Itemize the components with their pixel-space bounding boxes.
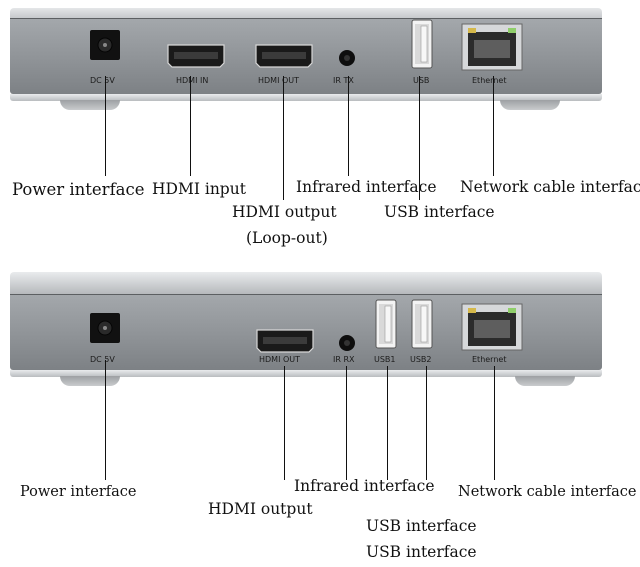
leader-line: [387, 366, 389, 480]
callout-usb: USB interface: [384, 203, 495, 221]
leader-line: [284, 366, 286, 480]
leader-line: [426, 366, 428, 480]
port-label-hdmi-out: HDMI OUT: [259, 355, 301, 364]
leader-line: [105, 360, 107, 480]
device-bottom-edge: [10, 370, 602, 377]
leader-line: [348, 76, 350, 176]
port-label-ethernet: Ethernet: [472, 76, 507, 85]
device-foot: [500, 100, 560, 110]
leader-line: [419, 76, 421, 200]
device-bottom-edge: [10, 94, 602, 101]
device-foot: [515, 376, 575, 386]
callout-network: Network cable interface: [460, 178, 640, 196]
callout-power: Power interface: [20, 484, 137, 500]
callout-hdmi-output: HDMI output: [208, 500, 313, 518]
port-label-dc: DC 5V: [90, 76, 115, 85]
port-label-dc: DC 5V: [90, 355, 115, 364]
device-top-face: [10, 8, 602, 18]
port-label-ethernet: Ethernet: [472, 355, 507, 364]
callout-usb1: USB interface: [366, 517, 477, 535]
transmitter-device: [10, 8, 602, 110]
device-top-face: [10, 272, 602, 294]
leader-line: [190, 76, 192, 176]
port-label-usb2: USB2: [410, 355, 432, 364]
leader-line: [283, 76, 285, 200]
port-label-hdmi-out: HDMI OUT: [258, 76, 300, 85]
callout-loop-out: (Loop-out): [246, 229, 328, 247]
leader-line: [105, 76, 107, 176]
callout-power: Power interface: [12, 180, 145, 199]
callout-usb2: USB interface: [366, 543, 477, 561]
port-label-usb1: USB1: [374, 355, 396, 364]
port-label-ir: IR RX: [333, 355, 355, 364]
callout-infrared: Infrared interface: [296, 178, 437, 196]
callout-hdmi-input: HDMI input: [152, 180, 246, 198]
callout-infrared: Infrared interface: [294, 477, 435, 495]
port-label-usb: USB: [413, 76, 430, 85]
device-foot: [60, 376, 120, 386]
callout-hdmi-output: HDMI output: [232, 203, 337, 221]
leader-line: [346, 366, 348, 480]
leader-line: [494, 366, 496, 480]
callout-network: Network cable interface: [458, 484, 637, 500]
port-label-hdmi-in: HDMI IN: [176, 76, 209, 85]
port-label-ir: IR TX: [333, 76, 354, 85]
receiver-device: [10, 272, 602, 386]
device-foot: [60, 100, 120, 110]
leader-line: [493, 76, 495, 176]
